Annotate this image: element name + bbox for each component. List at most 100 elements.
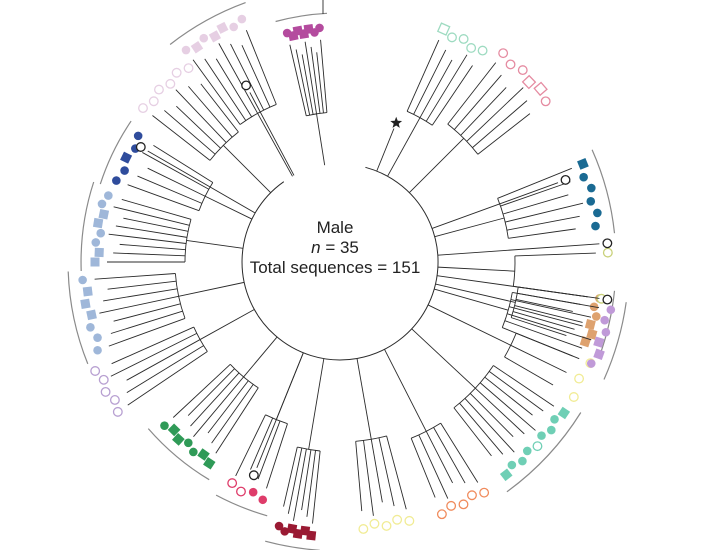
tree-branch <box>215 58 252 118</box>
tree-branch <box>512 291 600 309</box>
tree-branch <box>425 431 453 484</box>
tree-branch <box>515 298 573 312</box>
open-circle-marker <box>602 247 613 258</box>
tree-branch <box>175 89 227 143</box>
tree-branch <box>292 448 307 521</box>
tree-branch <box>435 283 516 303</box>
tree-branch <box>192 59 241 125</box>
circle-marker <box>97 199 107 209</box>
tree-branch <box>514 252 596 257</box>
tree-branch <box>437 243 600 256</box>
tree-branch <box>384 349 427 432</box>
tree-branch <box>153 145 214 183</box>
open-circle-marker <box>602 238 613 249</box>
circle-marker <box>93 333 102 342</box>
tree-branch <box>215 387 259 454</box>
tree-branch <box>245 30 277 105</box>
tree-branch <box>408 137 465 194</box>
tree-branch <box>113 252 186 257</box>
tree-branch <box>126 339 201 381</box>
tree-branch <box>301 54 314 115</box>
circle-marker <box>229 22 238 32</box>
tree-branch <box>295 49 311 116</box>
tree-branch <box>176 105 221 149</box>
open-circle-marker <box>467 490 477 501</box>
tree-branch <box>459 402 504 455</box>
tree-branch <box>107 280 177 290</box>
square-marker <box>586 328 598 340</box>
total-sequences: Total sequences = 151 <box>249 258 421 277</box>
open-circle-marker <box>477 45 488 56</box>
tree-branch <box>511 317 567 336</box>
tree-branch <box>427 304 511 346</box>
tree-branch <box>507 313 592 341</box>
circle-marker <box>78 275 87 285</box>
circle-marker <box>184 438 193 448</box>
open-circle-marker <box>171 67 182 78</box>
tree-branch <box>301 449 312 511</box>
tree-branch <box>497 167 572 199</box>
cluster-arc <box>265 540 320 550</box>
tree-branch <box>241 44 271 108</box>
tree-branch <box>370 439 383 503</box>
tree-branch <box>306 450 316 517</box>
circle-marker <box>579 172 588 182</box>
square-marker <box>300 525 311 536</box>
open-square-marker <box>436 22 451 36</box>
tree-branch <box>147 167 206 197</box>
open-circle-marker <box>112 406 123 417</box>
open-circle-marker <box>574 373 585 384</box>
circle-marker <box>593 208 602 218</box>
open-circle-marker <box>540 96 551 107</box>
tree-branch <box>266 423 288 489</box>
sample-size-symbol: n <box>311 238 321 257</box>
cohort-title: Male <box>316 218 354 237</box>
circle-marker <box>86 323 95 332</box>
square-marker <box>90 257 100 267</box>
open-circle-marker <box>227 478 238 489</box>
square-marker <box>190 41 204 54</box>
square-marker <box>593 336 605 348</box>
tree-branch <box>304 41 317 114</box>
tree-branch <box>211 384 254 444</box>
tree-branch <box>434 288 509 311</box>
cluster-arc <box>506 412 582 493</box>
circle-marker <box>601 327 611 337</box>
circle-marker <box>189 447 198 457</box>
square-marker <box>94 247 104 258</box>
open-circle-marker <box>381 520 392 531</box>
tree-branch <box>126 345 204 394</box>
open-circle-marker <box>498 48 509 59</box>
tree-branch <box>283 447 298 507</box>
sample-size: n = 35 <box>220 238 450 258</box>
tree-branch <box>249 92 295 176</box>
circle-marker <box>91 238 101 247</box>
open-circle-marker <box>447 32 457 43</box>
open-circle-marker <box>109 394 120 405</box>
cluster-arc <box>275 12 328 23</box>
tree-branch <box>469 393 514 438</box>
square-marker <box>577 157 589 170</box>
square-marker <box>167 423 181 437</box>
cluster-arc <box>99 120 132 185</box>
cluster-arc <box>591 149 616 234</box>
open-circle-marker <box>602 294 613 305</box>
tree-branch <box>147 150 256 214</box>
cluster-arc <box>80 181 95 272</box>
tree-branch <box>504 320 583 349</box>
tree-branch <box>108 233 187 244</box>
square-marker <box>593 348 605 360</box>
tree-branch <box>419 59 453 118</box>
tree-branch <box>355 441 363 512</box>
tree-branch <box>99 295 179 314</box>
tree-branch <box>287 448 303 514</box>
tree-branch <box>204 195 253 220</box>
tree-branch <box>514 305 583 323</box>
tree-branch <box>413 49 447 115</box>
tree-branch <box>508 228 576 239</box>
square-marker <box>499 468 513 482</box>
tree-branch <box>447 62 497 125</box>
tree-branch <box>500 181 571 207</box>
open-circle-marker <box>138 103 148 114</box>
